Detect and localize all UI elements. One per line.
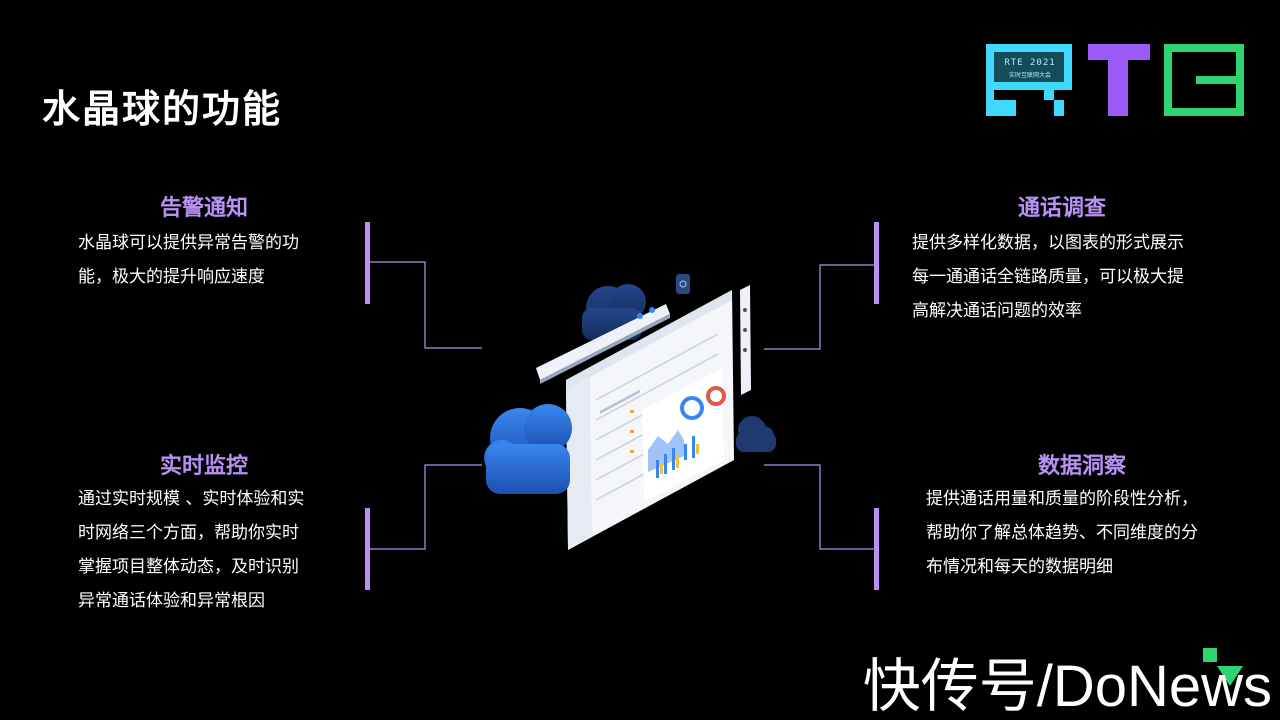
feature-desc-alert: 水晶球可以提供异常告警的功 能，极大的提升响应速度 <box>78 226 299 294</box>
watermark-text: 快传号/DoNews <box>862 654 1272 719</box>
logo-line1: RTE 2021 <box>1004 58 1056 68</box>
small-cloud <box>736 416 776 452</box>
desc-line: 异常通话体验和异常根因 <box>78 591 265 611</box>
feature-title-monitor: 实时监控 <box>159 454 248 479</box>
charts-card <box>642 368 726 502</box>
feature-desc-insight: 提供通话用量和质量的阶段性分析， 帮助你了解总体趋势、不同维度的分 布情况和每天… <box>926 482 1198 584</box>
slide-title: 水晶球的功能 <box>42 87 283 131</box>
feature-desc-investigate: 提供多样化数据，以图表的形式展示 每一通通话全链路质量，可以极大提 高解决通话问… <box>912 226 1184 328</box>
connector-alert <box>370 261 482 349</box>
toolbar-panel <box>536 304 670 384</box>
accent-bar-investigate <box>874 222 879 304</box>
desc-line: 提供通话用量和质量的阶段性分析， <box>926 489 1198 509</box>
desc-line: 掌握项目整体动态，及时识别 <box>78 557 299 577</box>
desc-line: 水晶球可以提供异常告警的功 <box>78 233 299 253</box>
logo-caption: RTE 2021 实时互联网大会 <box>1000 58 1060 79</box>
feature-title-investigate: 通话调查 <box>1017 196 1106 221</box>
desc-line: 每一通通话全链路质量，可以极大提 <box>912 267 1184 287</box>
logo-letter-e <box>1164 44 1244 116</box>
logo-letter-r <box>986 44 1072 116</box>
connector-monitor <box>370 464 482 550</box>
desc-line: 帮助你了解总体趋势、不同维度的分 <box>926 523 1198 543</box>
accent-bar-monitor <box>365 508 370 590</box>
desc-line: 通过实时规模 、实时体验和实 <box>78 489 305 509</box>
dashboard-illustration <box>470 260 790 550</box>
feature-title-alert: 告警通知 <box>159 196 248 221</box>
logo-letter-t <box>1088 44 1150 116</box>
desc-line: 时网络三个方面，帮助你实时 <box>78 523 299 543</box>
desc-line: 布情况和每天的数据明细 <box>926 557 1113 577</box>
logo-line2: 实时互联网大会 <box>1008 72 1051 79</box>
feature-title-insight: 数据洞察 <box>1037 454 1126 479</box>
accent-bar-insight <box>874 508 879 590</box>
badge-icon <box>676 274 690 294</box>
side-toolbar <box>740 285 751 395</box>
desc-line: 提供多样化数据，以图表的形式展示 <box>912 233 1184 253</box>
accent-bar-alert <box>365 222 370 304</box>
feature-desc-monitor: 通过实时规模 、实时体验和实 时网络三个方面，帮助你实时 掌握项目整体动态，及时… <box>78 482 304 618</box>
front-cloud <box>484 404 572 494</box>
rte-logo: RTE 2021 实时互联网大会 <box>984 42 1246 118</box>
desc-line: 能，极大的提升响应速度 <box>78 267 265 287</box>
watermark-logo-icon <box>1203 648 1243 686</box>
desc-line: 高解决通话问题的效率 <box>912 301 1082 321</box>
